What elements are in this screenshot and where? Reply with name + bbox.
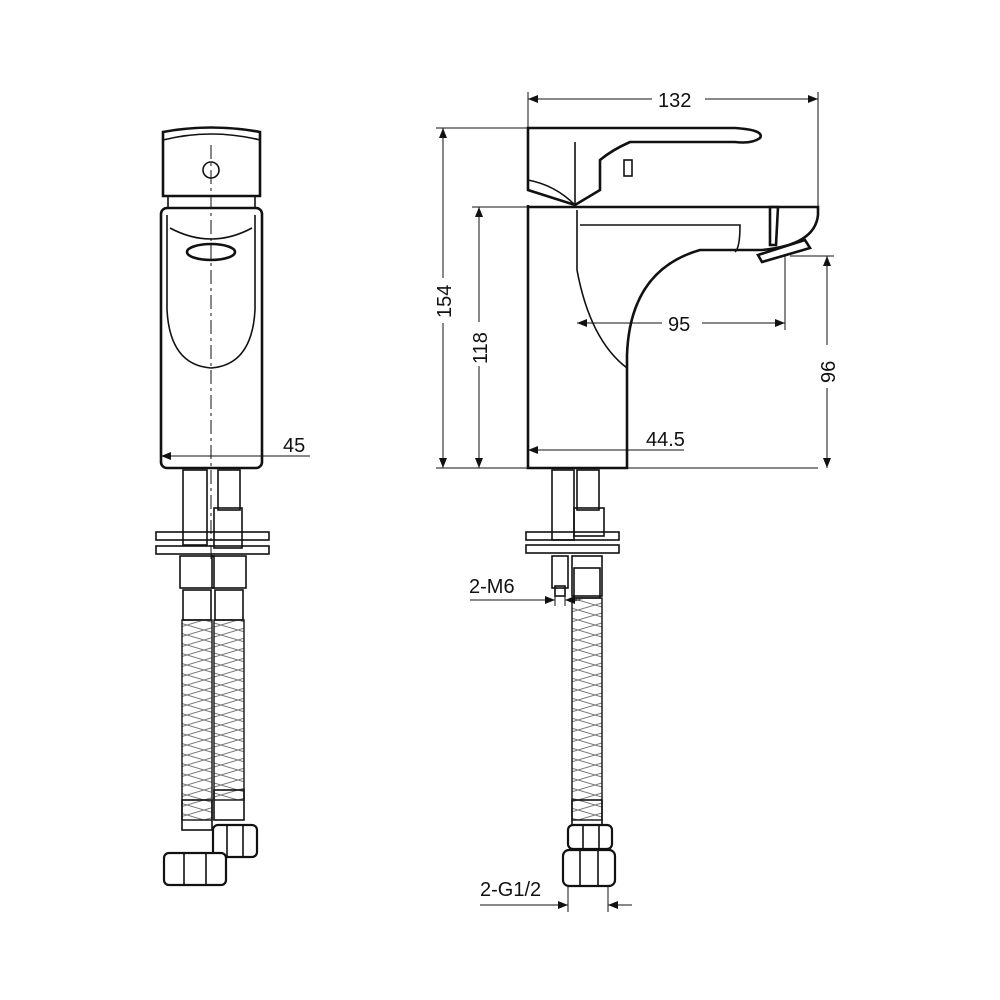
dim-overall-height: 154 <box>434 127 818 469</box>
dim-overall-width: 132 <box>527 90 819 207</box>
dim-connection-thread: 2-G1/2 <box>480 879 632 912</box>
side-studs <box>525 469 620 599</box>
front-studs <box>155 469 270 621</box>
dim-overall-width-label: 132 <box>658 90 691 112</box>
dim-connection-thread-label: 2-G1/2 <box>480 879 541 901</box>
side-lever <box>526 126 762 207</box>
dim-body-depth: 44.5 <box>528 429 685 454</box>
dim-body-depth-label: 44.5 <box>646 429 685 451</box>
dim-body-width-label: 45 <box>283 435 305 457</box>
dim-spout-reach: 95 <box>577 255 786 336</box>
front-neck <box>167 196 256 208</box>
dim-mounting-thread-label: 2-M6 <box>469 576 515 598</box>
front-handle <box>161 126 262 198</box>
side-view: 132 154 118 95 96 <box>434 90 840 912</box>
front-view: 45 <box>155 126 310 887</box>
dim-clearance-height: 96 <box>790 255 840 468</box>
side-body <box>526 205 820 470</box>
dim-mounting-thread: 2-M6 <box>469 576 580 606</box>
side-hose <box>561 597 617 888</box>
front-hoses <box>162 619 259 887</box>
dim-clearance-height-label: 96 <box>818 361 840 383</box>
dim-spout-reach-label: 95 <box>668 314 690 336</box>
dim-spout-height-label: 118 <box>470 332 492 364</box>
dim-spout-height: 118 <box>470 206 528 468</box>
dim-overall-height-label: 154 <box>434 285 456 318</box>
dim-body-width: 45 <box>161 435 310 460</box>
